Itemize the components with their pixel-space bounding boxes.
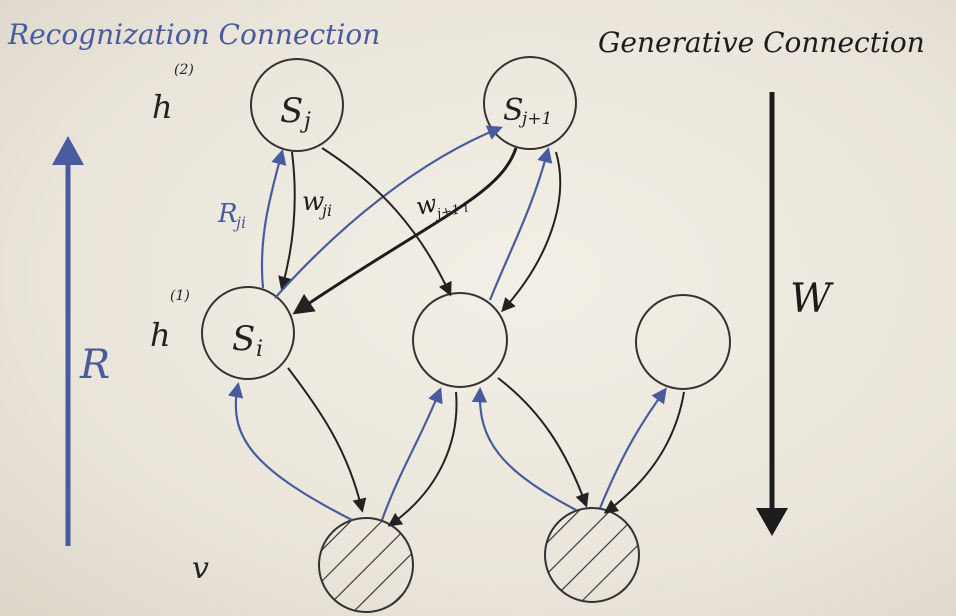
weight-wji-label: w [302,187,324,217]
edge-hidden2-to-sj1-recognition [488,147,553,301]
node-si-label: S [232,319,255,359]
edge-sj-to-hidden2-generative [321,147,452,297]
layer-h1-label: h [150,316,171,354]
generative-arrow-label: W [790,276,834,322]
node-sj1-subscript: j+1 [518,109,552,129]
weight-wji-subscript: ji [319,201,332,220]
recognition-up-arrowhead [52,136,84,165]
recognition-title: Recognization Connection [7,18,380,51]
layer-h2-superscript: (2) [174,62,194,78]
recognition-arrow-label: R [79,342,110,388]
generative-down-arrowhead [756,508,788,536]
edge-sj-to-si-generative [278,151,296,291]
layer-h1-superscript: (1) [170,288,190,304]
node-hidden-2 [412,292,508,388]
edge-sj1-to-si-generative [292,147,518,315]
edge-si-to-sj1-recognition [274,125,503,299]
node-si [201,286,295,380]
node-si-subscript: i [256,337,263,362]
edge-hidden3-to-v2-generative [603,391,685,514]
layer-h2-label: h [152,88,173,126]
weight-wj1i-label: w [413,189,439,221]
generative-title: Generative Connection [598,26,925,59]
node-sj-label: S [280,91,303,131]
node-sj1 [483,56,577,150]
edge-hidden2-to-v2-generative [497,377,589,508]
edge-v2-to-hidden2-recognition [471,386,577,511]
edge-v2-to-hidden3-recognition [598,387,667,509]
node-sj1-label: S [503,93,524,128]
edge-sj1-to-hidden2-generative [501,151,562,313]
layer-v-label: v [192,551,209,586]
edge-hidden2-to-v1-generative [387,391,458,527]
edge-si-to-sj-recognition [260,149,287,289]
weight-rji-subscript: ji [233,213,246,232]
node-hidden-3 [635,294,731,390]
node-visible-2 [544,507,640,603]
weight-rji-label: R [217,199,238,229]
node-sj [250,58,344,152]
edge-v1-to-si-recognition [228,381,353,521]
edge-si-to-v1-generative [287,367,367,513]
edge-v1-to-hidden2-recognition [380,387,443,521]
node-visible-1 [318,517,414,613]
